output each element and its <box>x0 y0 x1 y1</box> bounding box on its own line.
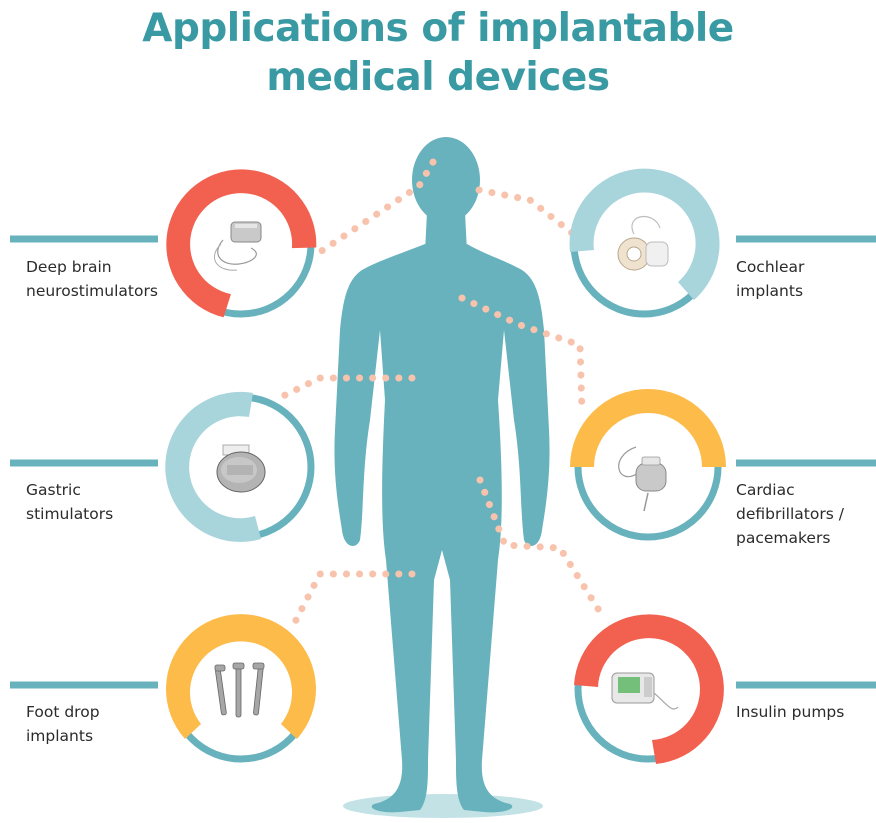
connector-gastric <box>271 374 416 404</box>
title-line-2: medical devices <box>266 55 610 100</box>
page-title: Applications of implantable medical devi… <box>0 4 876 102</box>
connector-cochlear <box>475 186 576 237</box>
gastric-stimulator-device-image <box>216 444 266 493</box>
foot-drop-implant-image <box>214 662 265 718</box>
cardiac-defibrillator-device-image <box>618 446 667 512</box>
neurostimulator-device-image <box>214 221 262 271</box>
label-cardiac: Cardiac defibrillators / pacemakers <box>736 481 844 547</box>
label-cochlear: Cochlear implants <box>736 258 805 300</box>
insulin-pump-device-image <box>611 672 679 710</box>
label-foot-drop: Foot drop implants <box>26 703 100 745</box>
human-silhouette <box>334 137 550 813</box>
title-line-1: Applications of implantable <box>142 6 734 51</box>
connector-cardiac <box>458 294 586 416</box>
connector-foot-drop <box>291 570 416 626</box>
label-gastric: Gastric stimulators <box>26 481 114 523</box>
cochlear-implant-device-image <box>617 215 669 271</box>
side-lines <box>10 235 876 689</box>
label-insulin: Insulin pumps <box>736 703 845 721</box>
connectors <box>271 158 604 626</box>
connector-deep-brain <box>316 158 437 256</box>
label-deep-brain: Deep brain neurostimulators <box>26 258 158 300</box>
ring-deep-brain <box>166 169 317 318</box>
